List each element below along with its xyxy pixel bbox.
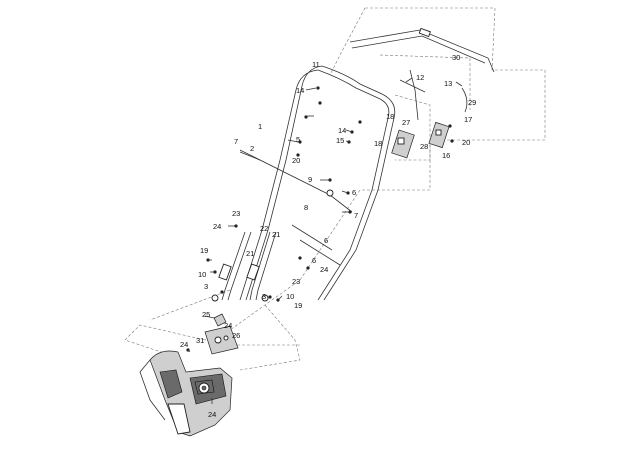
callout-15: 15 (336, 136, 344, 145)
callout-10a: 10 (198, 270, 206, 279)
lower-bracket-parts (204, 313, 239, 355)
control-bar (349, 27, 495, 73)
callout-31: 31 (196, 336, 204, 345)
callout-16: 16 (442, 151, 450, 160)
callout-25: 25 (202, 310, 210, 319)
callout-3a: 3 (204, 282, 208, 291)
callout-6a: 6 (352, 188, 356, 197)
callout-5: 5 (296, 135, 300, 144)
callout-29: 29 (468, 98, 476, 107)
callout-12: 12 (416, 73, 424, 82)
callout-6c: 6 (312, 256, 316, 265)
assembly-outline-lines (124, 7, 546, 371)
callout-14a: 14 (296, 86, 304, 95)
callout-10b: 10 (286, 292, 294, 301)
callout-17: 17 (464, 115, 472, 124)
callout-23a: 23 (232, 209, 240, 218)
callout-20b: 20 (462, 138, 470, 147)
callout-3b: 3 (262, 292, 266, 301)
callout-19a: 19 (200, 246, 208, 255)
callout-27: 27 (402, 118, 410, 127)
callout-2: 2 (250, 144, 254, 153)
callout-7a: 7 (234, 137, 238, 146)
callout-7b: 7 (354, 211, 358, 220)
callout-28: 28 (420, 142, 428, 151)
callout-24c: 24 (224, 321, 232, 330)
callout-26: 26 (232, 331, 240, 340)
callout-9: 9 (308, 175, 312, 184)
callout-20a: 20 (292, 156, 300, 165)
callout-19b: 19 (294, 301, 302, 310)
leader-lines (187, 77, 463, 404)
callout-24b: 24 (320, 265, 328, 274)
callout-6b: 6 (324, 236, 328, 245)
callout-22: 22 (260, 224, 268, 233)
callout-14b: 14 (338, 126, 346, 135)
control-brackets (391, 121, 450, 159)
callout-23b: 23 (292, 277, 300, 286)
callout-8: 8 (304, 203, 308, 212)
callout-30: 30 (452, 53, 460, 62)
callout-21a: 21 (272, 230, 280, 239)
callout-13: 13 (444, 79, 452, 88)
lower-handle (218, 231, 277, 301)
upper-handle (239, 65, 396, 301)
callout-24d: 24 (180, 340, 188, 349)
callout-18a: 18 (386, 112, 394, 121)
callout-21b: 21 (246, 249, 254, 258)
cables (239, 69, 468, 266)
hardware-fasteners (186, 86, 454, 400)
callout-labels: 30 11 12 13 29 14 18 27 17 1 7 2 5 20 14… (180, 53, 476, 419)
callout-18b: 18 (374, 139, 382, 148)
callout-1: 1 (258, 122, 262, 131)
callout-11: 11 (312, 60, 320, 69)
mower-housing (139, 350, 233, 437)
callout-24e: 24 (208, 410, 216, 419)
callout-24a: 24 (213, 222, 221, 231)
